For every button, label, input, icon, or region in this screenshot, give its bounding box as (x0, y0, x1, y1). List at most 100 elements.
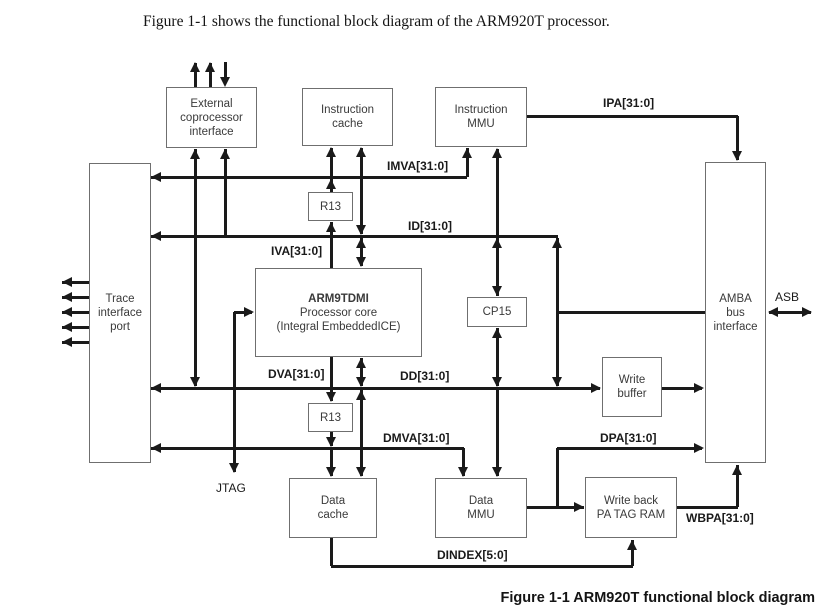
block-write-back-pa-tag-ram-label: PA TAG RAM (596, 508, 666, 521)
bus-label-dd: DD[31:0] (400, 369, 450, 383)
dpa-junction (556, 448, 559, 507)
arrow-right-icon (694, 383, 704, 393)
trace-out-1 (62, 281, 89, 284)
ipa-bus (527, 115, 738, 118)
asb-link (769, 311, 811, 314)
jtag-horizontal (234, 311, 252, 314)
block-r13-data: R13 (308, 403, 353, 432)
arrow-right-icon (802, 307, 812, 317)
bus-label-dmva: DMVA[31:0] (383, 431, 450, 445)
trace-out-3 (62, 311, 89, 314)
immu-to-id (496, 149, 499, 235)
arrow-down-icon (229, 463, 239, 473)
arrow-down-icon (190, 377, 200, 387)
arrow-up-icon (326, 222, 336, 232)
coproc-top-line-3 (224, 62, 227, 77)
block-data-cache-label: Data (320, 495, 346, 507)
datammu-out (527, 506, 584, 509)
arrow-down-icon (220, 77, 230, 87)
wbpa-bus (677, 506, 738, 509)
arrow-up-icon (205, 62, 215, 72)
arrow-down-icon (732, 151, 742, 161)
arrow-left-icon (151, 172, 161, 182)
block-instruction-mmu-label: MMU (467, 118, 495, 130)
trace-out-4 (62, 326, 89, 329)
block-amba-bus-interface-label: AMBA (719, 292, 752, 305)
arrow-up-icon (492, 328, 502, 338)
bus-label-dindex: DINDEX[5:0] (437, 548, 508, 562)
arrow-up-icon (492, 238, 502, 248)
arrow-down-icon (326, 467, 336, 477)
arrow-up-icon (190, 149, 200, 159)
bus-label-iva: IVA[31:0] (271, 244, 323, 258)
id-to-core-top (360, 238, 363, 266)
coproc-line-b (224, 149, 227, 236)
block-amba-bus-interface-label: interface (713, 320, 758, 333)
arrow-up-icon (462, 148, 472, 158)
arrow-right-icon (244, 307, 254, 317)
bus-label-id: ID[31:0] (408, 219, 453, 233)
arrow-left-icon (62, 292, 72, 302)
block-trace-interface-port-label: port (110, 321, 130, 333)
icache-to-id (360, 148, 363, 234)
dva-dd-bus (151, 387, 600, 390)
block-data-cache: Data cache (289, 478, 377, 538)
arrow-left-icon (768, 307, 778, 317)
block-arm9tdmi-core-label: Processor core (299, 306, 378, 319)
arrow-up-icon (492, 148, 502, 158)
arrow-down-icon (492, 467, 502, 477)
intro-text: Figure 1-1 shows the functional block di… (143, 13, 610, 30)
arrow-up-icon (356, 390, 366, 400)
block-trace-interface-port-label: Trace (105, 293, 135, 305)
dindex-left-drop (330, 538, 333, 566)
block-trace-interface-port: Trace interface port (89, 163, 151, 463)
arrow-down-icon (356, 257, 366, 267)
dpa-bus (557, 447, 702, 450)
arrow-left-icon (62, 322, 72, 332)
arrow-down-icon (356, 467, 366, 477)
trace-out-2 (62, 296, 89, 299)
arrow-down-icon (458, 467, 468, 477)
block-r13-instruction: R13 (308, 192, 353, 221)
block-write-buffer-label: buffer (617, 388, 647, 400)
block-instruction-cache-label: cache (332, 118, 363, 130)
arrow-left-icon (62, 337, 72, 347)
block-arm9tdmi-core-label: (Integral EmbeddedICE) (276, 320, 401, 333)
core-bottom-to-dva (330, 357, 333, 388)
bus-label-dva: DVA[31:0] (268, 367, 325, 381)
block-data-cache-label: cache (317, 509, 349, 521)
block-external-coprocessor-interface-label: interface (189, 125, 234, 138)
block-cp15: CP15 (467, 297, 527, 327)
imva-elbow (466, 148, 469, 177)
arrow-down-icon (326, 437, 336, 447)
arrow-down-icon (356, 225, 366, 235)
coproc-line-a (194, 149, 197, 386)
block-external-coprocessor-interface-label: External (190, 97, 233, 110)
bus-label-dpa: DPA[31:0] (600, 431, 657, 445)
bus-label-ipa: IPA[31:0] (603, 96, 655, 110)
cp15-to-dd (496, 328, 499, 386)
arrow-left-icon (151, 443, 161, 453)
arrow-down-icon (356, 377, 366, 387)
iva-line (330, 222, 333, 268)
port-label-asb: ASB (775, 290, 800, 304)
arrow-up-icon (326, 147, 336, 157)
arrow-left-icon (151, 383, 161, 393)
icache-to-imva (330, 148, 333, 177)
dd-to-dcache (360, 390, 363, 476)
arrow-down-icon (492, 286, 502, 296)
arrow-up-icon (627, 540, 637, 550)
imva-bus (151, 176, 467, 179)
figure-caption: Figure 1-1 ARM920T functional block diag… (500, 590, 816, 606)
arrow-up-icon (356, 147, 366, 157)
arrow-up-icon (356, 238, 366, 248)
jtag-vertical (233, 312, 236, 472)
wbpa-rise (736, 465, 739, 507)
block-trace-interface-port-label: interface (97, 307, 143, 319)
block-external-coprocessor-interface-label: coprocessor (180, 111, 243, 124)
arrow-right-icon (694, 443, 704, 453)
dindex-right-rise (631, 540, 634, 566)
